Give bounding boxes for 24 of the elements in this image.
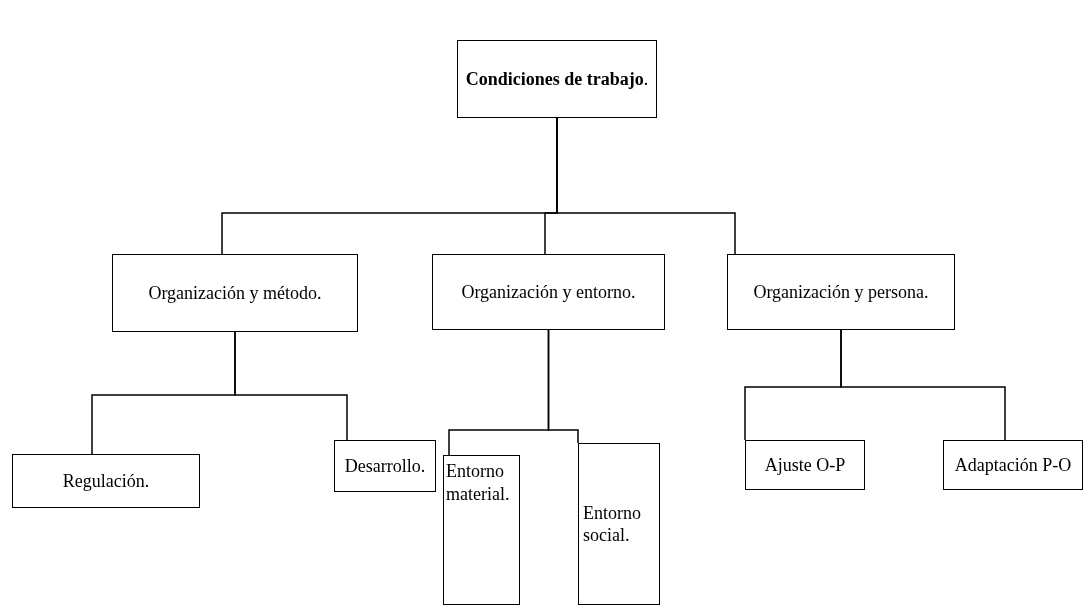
connector-line — [547, 329, 579, 444]
box-label: Ajuste O-P — [764, 453, 846, 477]
box-label: Condiciones de trabajo. — [465, 67, 649, 91]
org-box — [112, 254, 358, 332]
org-box — [578, 443, 660, 605]
box-label: Regulación. — [62, 469, 150, 493]
org-box — [727, 254, 955, 330]
org-box — [443, 455, 520, 605]
connector-line — [234, 331, 348, 441]
org-box — [12, 454, 200, 508]
org-box — [432, 254, 665, 330]
box-label: Desarrollo. — [344, 454, 426, 478]
org-box — [745, 440, 865, 490]
box-label: Entorno material. — [446, 460, 511, 505]
org-box — [457, 40, 657, 118]
box-label: Entorno social. — [583, 501, 642, 547]
connector-line — [840, 329, 1006, 441]
box-label: Organización y entorno. — [461, 280, 636, 304]
connector-line — [556, 117, 736, 255]
org-box — [334, 440, 436, 492]
box-label: Organización y persona. — [753, 280, 929, 304]
box-label: Adaptación P-O — [954, 453, 1072, 477]
box-label: Organización y método. — [148, 281, 322, 305]
org-box — [943, 440, 1083, 490]
